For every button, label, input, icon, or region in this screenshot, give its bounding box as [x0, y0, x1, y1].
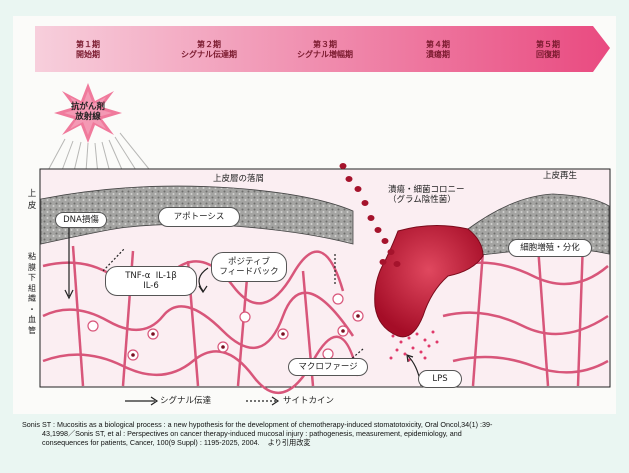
phase-1-label: 第１期 開始期 — [68, 40, 108, 60]
mucositis-diagram: 第１期 開始期 第２期 シグナル伝達期 第３期 シグナル増幅期 第４期 潰瘍期 … — [13, 16, 616, 414]
dna-damage-bubble: DNA損傷 — [55, 212, 107, 228]
trigger-label: 抗がん剤 放射線 — [63, 102, 113, 122]
phase-4-label: 第４期 潰瘍期 — [418, 40, 458, 60]
positive-feedback-bubble: ポジティブ フィードバック — [211, 252, 287, 282]
epithelium-loss-label: 上皮層の落屑 — [213, 174, 264, 184]
phase-2-label: 第２期 シグナル伝達期 — [173, 40, 245, 60]
proliferation-bubble: 細胞増殖・分化 — [508, 239, 592, 257]
apoptosis-bubble: アポトーシス — [158, 207, 240, 227]
macrophage-bubble: マクロファージ — [288, 358, 368, 376]
citation: Sonis ST : Mucositis as a biological pro… — [22, 420, 612, 447]
lps-bubble: LPS — [418, 370, 462, 388]
layer-submucosa-label: 粘 膜 下 組 織 ・ 血 管 — [27, 252, 37, 336]
citation-line-3: consequences for patients, Cancer, 100(9… — [22, 438, 612, 447]
citation-line-1: Sonis ST : Mucositis as a biological pro… — [22, 420, 612, 429]
citation-line-2: 43,1998／Sonis ST, et al : Perspectives o… — [22, 429, 612, 438]
layer-epithelium-label: 上 皮 — [27, 188, 37, 212]
ulcer-colony-label: 潰瘍・細菌コロニー （グラム陰性菌） — [388, 185, 465, 205]
legend-signal-label: シグナル伝達 — [160, 396, 211, 406]
re-epithelialization-label: 上皮再生 — [543, 171, 577, 181]
phase-3-label: 第３期 シグナル増幅期 — [289, 40, 361, 60]
phase-5-label: 第５期 回復期 — [528, 40, 568, 60]
cytokines-bubble: TNF-α IL-1β IL-6 — [105, 266, 197, 296]
legend-cytokine-label: サイトカイン — [283, 396, 334, 406]
